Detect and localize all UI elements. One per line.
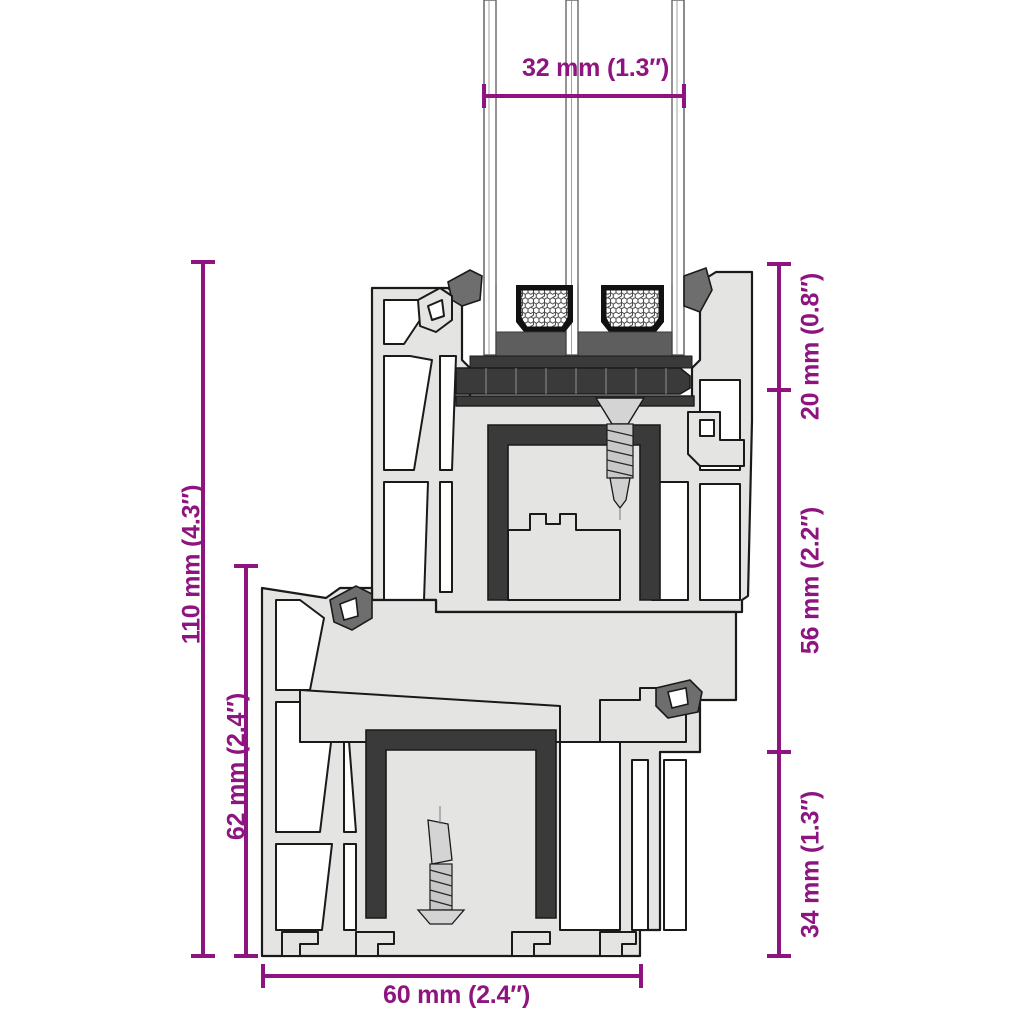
dimension-frame-face-height	[767, 752, 791, 958]
dimension-label-overall-frame-height: 110 mm (4.3″)	[177, 484, 206, 645]
dimension-glazing-unit-thickness	[482, 84, 686, 108]
dimension-sash-profile-height	[767, 390, 791, 754]
middle-gasket	[329, 585, 373, 631]
sash-bead-hook	[417, 287, 453, 333]
steel-reinforcement-frame	[365, 729, 557, 919]
inner-gasket	[655, 679, 703, 719]
dimension-label-glazing-rebate-height: 20 mm (0.8″)	[796, 272, 825, 421]
dimension-frame-profile-width	[261, 964, 643, 988]
dimension-label-sash-profile-height: 56 mm (2.2″)	[796, 506, 825, 655]
dimension-lines	[191, 84, 791, 988]
glazing-gasket	[447, 266, 713, 313]
dimension-glazing-rebate-height	[767, 262, 791, 392]
frame-base-feet	[281, 931, 637, 957]
dimension-overall-frame-height	[191, 260, 215, 958]
fixing-screw-frame	[416, 806, 466, 925]
dimension-label-outer-frame-height: 62 mm (2.4″)	[222, 692, 251, 841]
frame-air-chambers	[275, 599, 687, 931]
dimension-label-glazing-unit-thickness: 32 mm (1.3″)	[522, 54, 670, 82]
dimension-label-frame-profile-width: 60 mm (2.4″)	[383, 981, 531, 1009]
steel-reinforcement-sash	[487, 424, 661, 601]
glazing-bead	[455, 367, 695, 407]
sash-frame-interlock	[687, 411, 745, 467]
sash-hardware-groove	[507, 513, 621, 601]
dimension-outer-frame-height	[234, 564, 258, 958]
triple-glazing-unit	[469, 0, 693, 369]
warm-edge-spacer-bar	[495, 285, 573, 359]
warm-edge-spacer-bar	[577, 285, 673, 359]
fixing-screw-sash	[594, 397, 646, 520]
dimension-label-frame-face-height: 34 mm (1.3″)	[796, 790, 825, 939]
